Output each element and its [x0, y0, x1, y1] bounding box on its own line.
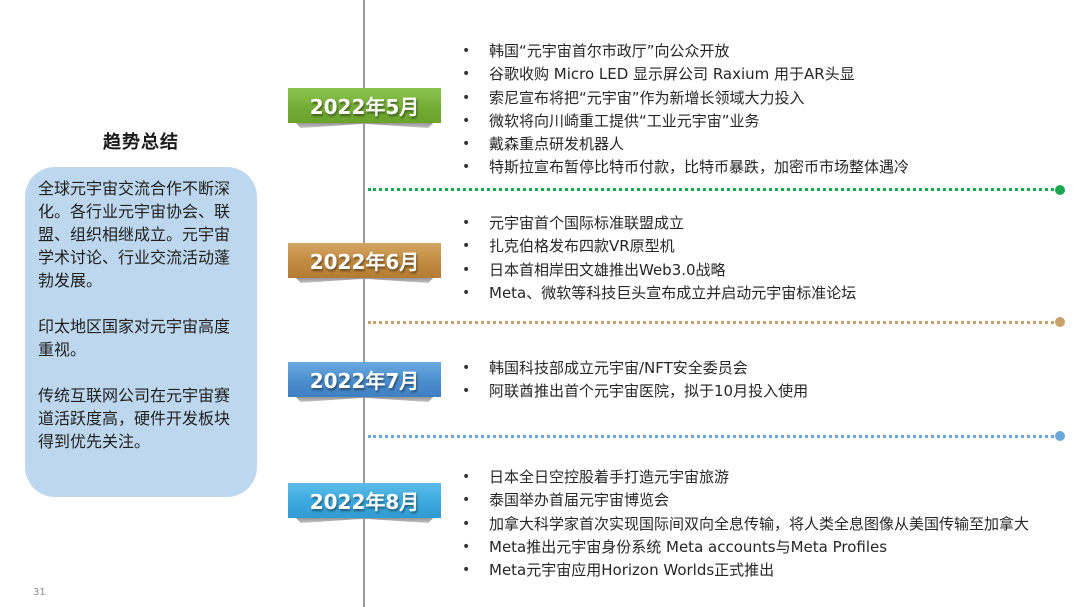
divider-dotted-brown	[368, 321, 1060, 324]
event-item: Meta推出元宇宙身份系统 Meta accounts与Meta Profile…	[462, 536, 1029, 560]
event-item: 阿联酋推出首个元宇宙医院，拟于10月投入使用	[462, 380, 808, 404]
event-item: 韩国科技部成立元宇宙/NFT安全委员会	[462, 357, 808, 381]
event-item: Meta、微软等科技巨头宣布成立并启动元宇宙标准论坛	[462, 282, 856, 306]
event-item: 元宇宙首个国际标准联盟成立	[462, 212, 856, 236]
summary-paragraph-2: 印太地区国家对元宇宙高度重视。	[38, 317, 231, 359]
divider-end-dot	[1055, 317, 1065, 327]
event-item: 索尼宣布将把“元宇宙”作为新增长领域大力投入	[462, 87, 909, 111]
event-list-july: 韩国科技部成立元宇宙/NFT安全委员会 阿联酋推出首个元宇宙医院，拟于10月投入…	[462, 357, 808, 404]
divider-dotted-blue	[368, 435, 1060, 438]
month-banner-august: 2022年8月	[288, 483, 441, 518]
event-item: 特斯拉宣布暂停比特币付款，比特币暴跌，加密币市场整体遇冷	[462, 156, 909, 180]
summary-title: 趋势总结	[103, 132, 179, 153]
month-banner-july: 2022年7月	[288, 362, 441, 397]
summary-paragraph-3: 传统互联网公司在元宇宙赛道活跃度高，硬件开发板块得到优先关注。	[38, 386, 231, 451]
event-item: 日本首相岸田文雄推出Web3.0战略	[462, 259, 856, 283]
timeline-axis	[363, 0, 365, 607]
event-item: 扎克伯格发布四款VR原型机	[462, 235, 856, 259]
event-list-june: 元宇宙首个国际标准联盟成立 扎克伯格发布四款VR原型机 日本首相岸田文雄推出We…	[462, 212, 856, 305]
event-item: 谷歌收购 Micro LED 显示屏公司 Raxium 用于AR头显	[462, 63, 909, 87]
event-list-may: 韩国“元宇宙首尔市政厅”向公众开放 谷歌收购 Micro LED 显示屏公司 R…	[462, 40, 909, 180]
divider-dotted-green	[368, 188, 1060, 191]
event-item: 日本全日空控股着手打造元宇宙旅游	[462, 466, 1029, 490]
month-banner-june: 2022年6月	[288, 243, 441, 278]
divider-end-dot	[1055, 185, 1065, 195]
event-item: 泰国举办首届元宇宙博览会	[462, 489, 1029, 513]
event-item: 韩国“元宇宙首尔市政厅”向公众开放	[462, 40, 909, 64]
summary-paragraph-1: 全球元宇宙交流合作不断深化。各行业元宇宙协会、联盟、组织相继成立。元宇宙学术讨论…	[38, 179, 231, 290]
page-number: 31	[33, 587, 46, 598]
event-item: Meta元宇宙应用Horizon Worlds正式推出	[462, 559, 1029, 583]
event-list-august: 日本全日空控股着手打造元宇宙旅游 泰国举办首届元宇宙博览会 加拿大科学家首次实现…	[462, 466, 1029, 583]
month-banner-may: 2022年5月	[288, 88, 441, 123]
event-item: 加拿大科学家首次实现国际间双向全息传输，将人类全息图像从美国传输至加拿大	[462, 513, 1029, 537]
divider-end-dot	[1055, 431, 1065, 441]
event-item: 戴森重点研发机器人	[462, 133, 909, 157]
event-item: 微软将向川崎重工提供“工业元宇宙”业务	[462, 110, 909, 134]
summary-box: 全球元宇宙交流合作不断深化。各行业元宇宙协会、联盟、组织相继成立。元宇宙学术讨论…	[25, 167, 257, 497]
